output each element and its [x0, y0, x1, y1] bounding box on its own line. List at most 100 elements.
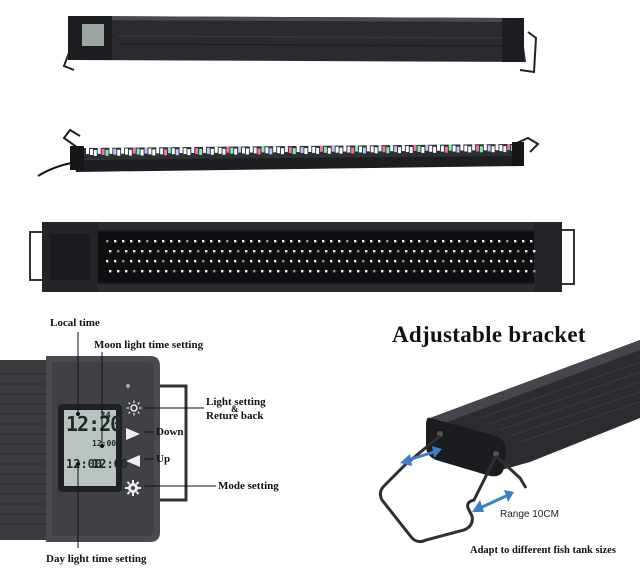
bracket-illustration [370, 340, 640, 560]
led-dot [405, 146, 409, 152]
led-dot [157, 250, 160, 253]
led-dot [472, 144, 476, 151]
led-dot [509, 250, 512, 253]
led-dot [277, 250, 280, 253]
led-dot [349, 250, 352, 253]
led-dot [210, 148, 214, 155]
led-dot [437, 250, 440, 253]
led-dot [149, 250, 152, 253]
led-dot [89, 149, 93, 155]
led-dot [86, 148, 89, 154]
led-dot [333, 250, 336, 253]
led-dot [213, 250, 216, 253]
led-dot [476, 145, 479, 152]
led-dot [469, 270, 472, 273]
led-dot [154, 240, 157, 243]
led-dot [162, 260, 165, 263]
led-dot [210, 260, 213, 263]
triangle-up-icon[interactable] [126, 455, 140, 467]
led-dot [181, 270, 184, 273]
led-dot [222, 148, 226, 155]
led-dot [242, 260, 245, 263]
led-dot [205, 270, 208, 273]
led-dot [409, 147, 413, 153]
fixture-front-view [26, 218, 578, 296]
led-dot [138, 260, 141, 263]
led-dot [274, 240, 277, 243]
led-dot [242, 240, 245, 243]
led-dot [460, 144, 464, 151]
led-dot [325, 270, 328, 273]
led-dot [394, 260, 397, 263]
led-dot [106, 260, 109, 263]
label-reture-back: Reture back [206, 410, 264, 422]
led-dot [362, 260, 365, 263]
led-dot [206, 147, 210, 154]
led-dot [525, 270, 528, 273]
led-dot [343, 145, 347, 152]
led-dot [214, 146, 218, 153]
led-dot [477, 270, 480, 273]
sun-icon[interactable] [126, 400, 142, 416]
led-dot [284, 146, 288, 153]
led-dot [156, 147, 160, 154]
led-dot [234, 240, 237, 243]
led-dot [421, 146, 425, 153]
led-dot [493, 250, 496, 253]
led-dot [322, 240, 325, 243]
led-dot [405, 250, 408, 253]
led-dot [266, 240, 269, 243]
label-light-setting: Light setting [206, 396, 266, 408]
led-dot [468, 146, 472, 153]
lcd-moon-time: 12:00 [92, 439, 117, 448]
led-dot [181, 250, 184, 253]
led-dot [199, 148, 203, 155]
led-dot [114, 260, 117, 263]
led-dot [514, 260, 517, 263]
led-dot [482, 260, 485, 263]
led-dot [378, 145, 382, 152]
led-dot [186, 240, 189, 243]
led-dot [495, 144, 499, 151]
led-dot [370, 146, 374, 153]
led-dot [413, 144, 417, 151]
led-dot [152, 149, 156, 156]
led-dot [386, 147, 390, 154]
led-dot [370, 240, 373, 243]
led-dot [498, 260, 501, 263]
led-dot [257, 148, 261, 155]
lcd-day-time: 12:00 [66, 457, 103, 471]
led-dot [413, 250, 416, 253]
led-dot [281, 148, 284, 155]
led-dot [490, 240, 493, 243]
triangle-down-icon[interactable] [126, 428, 140, 440]
led-dot [445, 250, 448, 253]
led-dot [464, 145, 468, 152]
led-dot [482, 240, 485, 243]
led-dot [487, 145, 491, 152]
led-dot [450, 260, 453, 263]
led-dot [362, 147, 366, 154]
led-dot [237, 250, 240, 253]
led-dot [381, 250, 384, 253]
led-dot [346, 240, 349, 243]
led-dot [189, 270, 192, 273]
led-dot [530, 240, 533, 243]
led-dot [317, 250, 320, 253]
led-dot [109, 270, 112, 273]
led-dot [165, 270, 168, 273]
lcd-seconds: 34 [100, 411, 111, 421]
led-dot [258, 240, 261, 243]
led-dot [162, 240, 165, 243]
led-dot [469, 250, 472, 253]
led-dot [234, 260, 237, 263]
led-dot [509, 270, 512, 273]
label-local-time: Local time [50, 317, 100, 329]
led-dot [402, 260, 405, 263]
gear-icon[interactable] [125, 480, 141, 496]
led-dot [322, 260, 325, 263]
led-dot [173, 250, 176, 253]
led-dot [306, 260, 309, 263]
led-dot [410, 260, 413, 263]
led-dot [245, 250, 248, 253]
